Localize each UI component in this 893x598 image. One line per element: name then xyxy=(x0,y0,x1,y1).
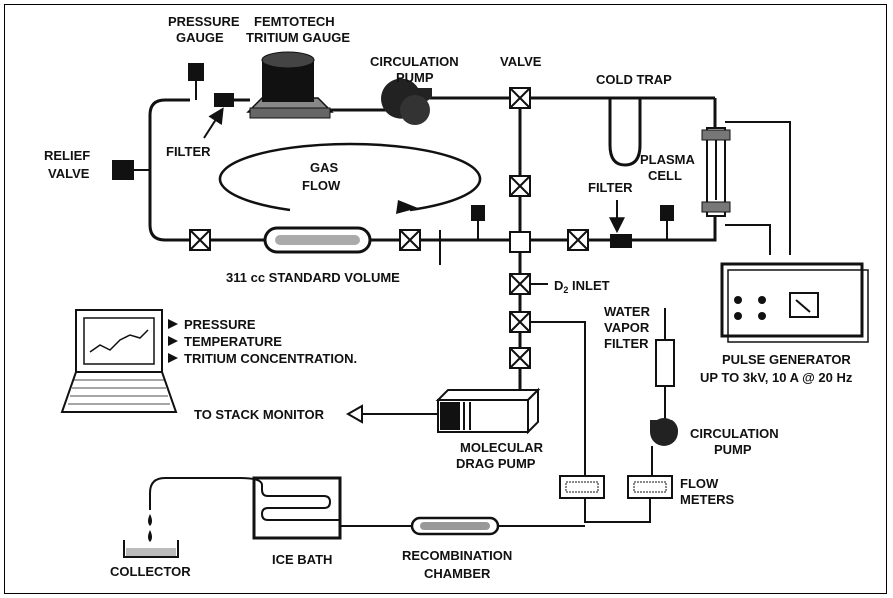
femtotech-tritium-gauge xyxy=(246,51,334,119)
circulation-pump-top xyxy=(381,78,432,125)
pressure-sensor-left xyxy=(471,205,485,240)
label-water-vapor-filter: WATER VAPOR FILTER xyxy=(604,304,651,351)
plasma-cell xyxy=(701,127,731,217)
plasma-cell-wire-top xyxy=(725,121,791,255)
collector xyxy=(123,514,179,558)
svg-text:UP TO 3kV, 10 A @ 20 Hz: UP TO 3kV, 10 A @ 20 Hz xyxy=(700,370,853,385)
valve-bottom-right xyxy=(399,229,421,251)
molecular-drag-pump xyxy=(435,387,541,435)
label-d2-inlet: D2 INLET xyxy=(554,278,610,295)
label-flow-meters: FLOW METERS xyxy=(680,476,735,507)
label-pulse-generator: PULSE GENERATOR UP TO 3kV, 10 A @ 20 Hz xyxy=(700,352,853,385)
svg-text:METERS: METERS xyxy=(680,492,735,507)
flow-meter-right xyxy=(627,475,673,499)
figure-frame xyxy=(4,4,887,594)
filter-right xyxy=(609,200,632,248)
valve-top xyxy=(509,87,531,109)
gas-flow-arrow xyxy=(218,142,482,212)
svg-text:FLOW: FLOW xyxy=(680,476,719,491)
stack-monitor-arrowhead xyxy=(345,404,363,424)
svg-text:DRAG PUMP: DRAG PUMP xyxy=(456,456,536,471)
recomb-outlet xyxy=(339,520,412,527)
label-gas-flow: GAS FLOW xyxy=(302,160,341,193)
svg-text:PULSE GENERATOR: PULSE GENERATOR xyxy=(722,352,851,367)
label-filter-right: FILTER xyxy=(588,180,633,195)
relief-valve xyxy=(112,160,150,180)
sample-line xyxy=(530,321,586,476)
collector-line xyxy=(149,477,263,510)
label-circulation-pump-bottom: CIRCULATION PUMP xyxy=(690,426,779,457)
svg-text:PRESSURE: PRESSURE xyxy=(184,317,256,332)
junction-box xyxy=(509,231,531,253)
water-vapor-filter xyxy=(655,339,675,387)
pressure-gauge xyxy=(188,63,204,100)
label-pressure-gauge: PRESSURE GAUGE xyxy=(168,14,240,45)
recombination-chamber xyxy=(410,516,500,536)
laptop-icon xyxy=(60,309,178,413)
svg-text:GAUGE: GAUGE xyxy=(176,30,224,45)
label-to-stack-monitor: TO STACK MONITOR xyxy=(194,407,325,422)
svg-text:GAS: GAS xyxy=(310,160,339,175)
svg-text:FEMTOTECH: FEMTOTECH xyxy=(254,14,335,29)
valve-pump xyxy=(509,347,531,369)
pressure-sensor-right xyxy=(660,205,674,240)
label-relief-valve: RELIEF VALVE xyxy=(44,148,90,181)
label-standard-volume: 311 cc STANDARD VOLUME xyxy=(226,270,400,285)
valve-bottom-left xyxy=(189,229,211,251)
filter-left xyxy=(214,93,234,107)
svg-text:TRITIUM CONCENTRATION.: TRITIUM CONCENTRATION. xyxy=(184,351,357,366)
circulation-pump-bottom xyxy=(650,418,679,446)
svg-text:CELL: CELL xyxy=(648,168,682,183)
valve-central-upper xyxy=(509,175,531,197)
valve-d2-inlet xyxy=(509,273,531,295)
pulse-generator xyxy=(720,262,869,343)
svg-text:RELIEF: RELIEF xyxy=(44,148,90,163)
valve-central-lower xyxy=(509,311,531,333)
label-collector: COLLECTOR xyxy=(110,564,191,579)
svg-text:VAPOR: VAPOR xyxy=(604,320,650,335)
valve-right xyxy=(567,229,589,251)
label-monitor-readouts: PRESSURE TEMPERATURE TRITIUM CONCENTRATI… xyxy=(184,317,357,366)
meter-outlet xyxy=(584,498,651,523)
svg-text:MOLECULAR: MOLECULAR xyxy=(460,440,544,455)
svg-text:PUMP: PUMP xyxy=(714,442,752,457)
label-molecular-drag-pump: MOLECULAR DRAG PUMP xyxy=(456,440,544,471)
label-recombination-chamber: RECOMBINATION CHAMBER xyxy=(402,548,512,581)
svg-text:FLOW: FLOW xyxy=(302,178,341,193)
flow-meter-left xyxy=(559,475,605,499)
svg-text:CHAMBER: CHAMBER xyxy=(424,566,491,581)
label-cold-trap: COLD TRAP xyxy=(596,72,672,87)
svg-text:RECOMBINATION: RECOMBINATION xyxy=(402,548,512,563)
svg-text:PLASMA: PLASMA xyxy=(640,152,696,167)
label-valve: VALVE xyxy=(500,54,542,69)
svg-text:PRESSURE: PRESSURE xyxy=(168,14,240,29)
svg-text:FILTER: FILTER xyxy=(604,336,649,351)
label-ice-bath: ICE BATH xyxy=(272,552,332,567)
svg-text:TRITIUM GAUGE: TRITIUM GAUGE xyxy=(246,30,350,45)
svg-text:PUMP: PUMP xyxy=(396,70,434,85)
label-femtotech: FEMTOTECH TRITIUM GAUGE xyxy=(246,14,350,45)
label-filter-left: FILTER xyxy=(166,144,211,159)
ice-bath xyxy=(252,476,342,540)
plasma-cell-wire-bottom xyxy=(725,224,771,255)
monitor-arrows xyxy=(168,319,178,363)
label-plasma-cell: PLASMA CELL xyxy=(640,152,696,183)
svg-text:TEMPERATURE: TEMPERATURE xyxy=(184,334,282,349)
svg-text:CIRCULATION: CIRCULATION xyxy=(690,426,779,441)
gas-flow-arrowhead xyxy=(396,200,418,214)
svg-text:VALVE: VALVE xyxy=(48,166,90,181)
standard-volume xyxy=(263,226,372,254)
label-circulation-pump-top: CIRCULATION PUMP xyxy=(370,54,459,85)
svg-text:WATER: WATER xyxy=(604,304,651,319)
svg-text:CIRCULATION: CIRCULATION xyxy=(370,54,459,69)
